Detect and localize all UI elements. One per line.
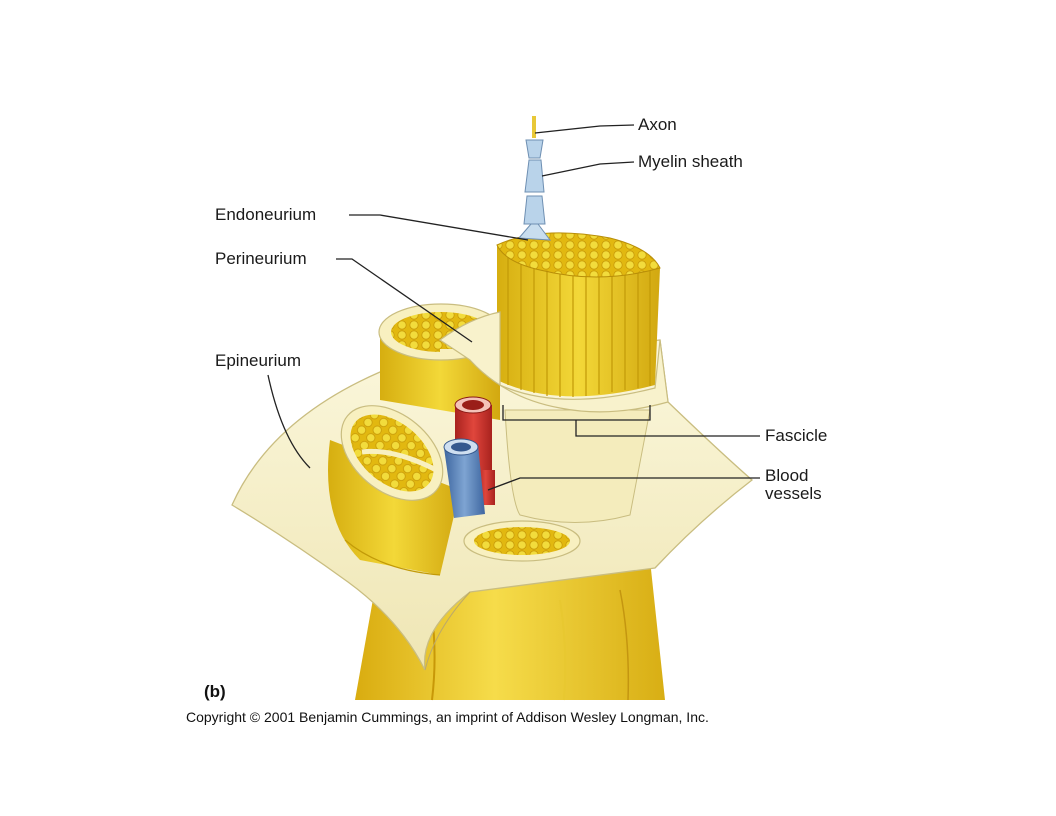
myelinated-axon: [517, 116, 552, 241]
label-endoneurium: Endoneurium: [215, 205, 316, 224]
label-fascicle: Fascicle: [765, 426, 827, 445]
copyright-notice: Copyright © 2001 Benjamin Cummings, an i…: [186, 709, 709, 725]
label-axon: Axon: [638, 115, 677, 134]
fascicle-front-left: [328, 405, 460, 576]
label-blood-vessels-line2: vessels: [765, 484, 822, 503]
label-epineurium: Epineurium: [215, 351, 301, 370]
label-myelin-sheath: Myelin sheath: [638, 152, 743, 171]
label-perineurium: Perineurium: [215, 249, 307, 268]
panel-label: (b): [204, 682, 226, 701]
blood-vessels: [443, 396, 495, 518]
leader-lines: [267, 124, 760, 491]
label-blood-vessels-line1: Blood: [765, 466, 808, 485]
fascicle-small-bottom: [463, 520, 581, 562]
fascicle-central: [438, 232, 669, 523]
